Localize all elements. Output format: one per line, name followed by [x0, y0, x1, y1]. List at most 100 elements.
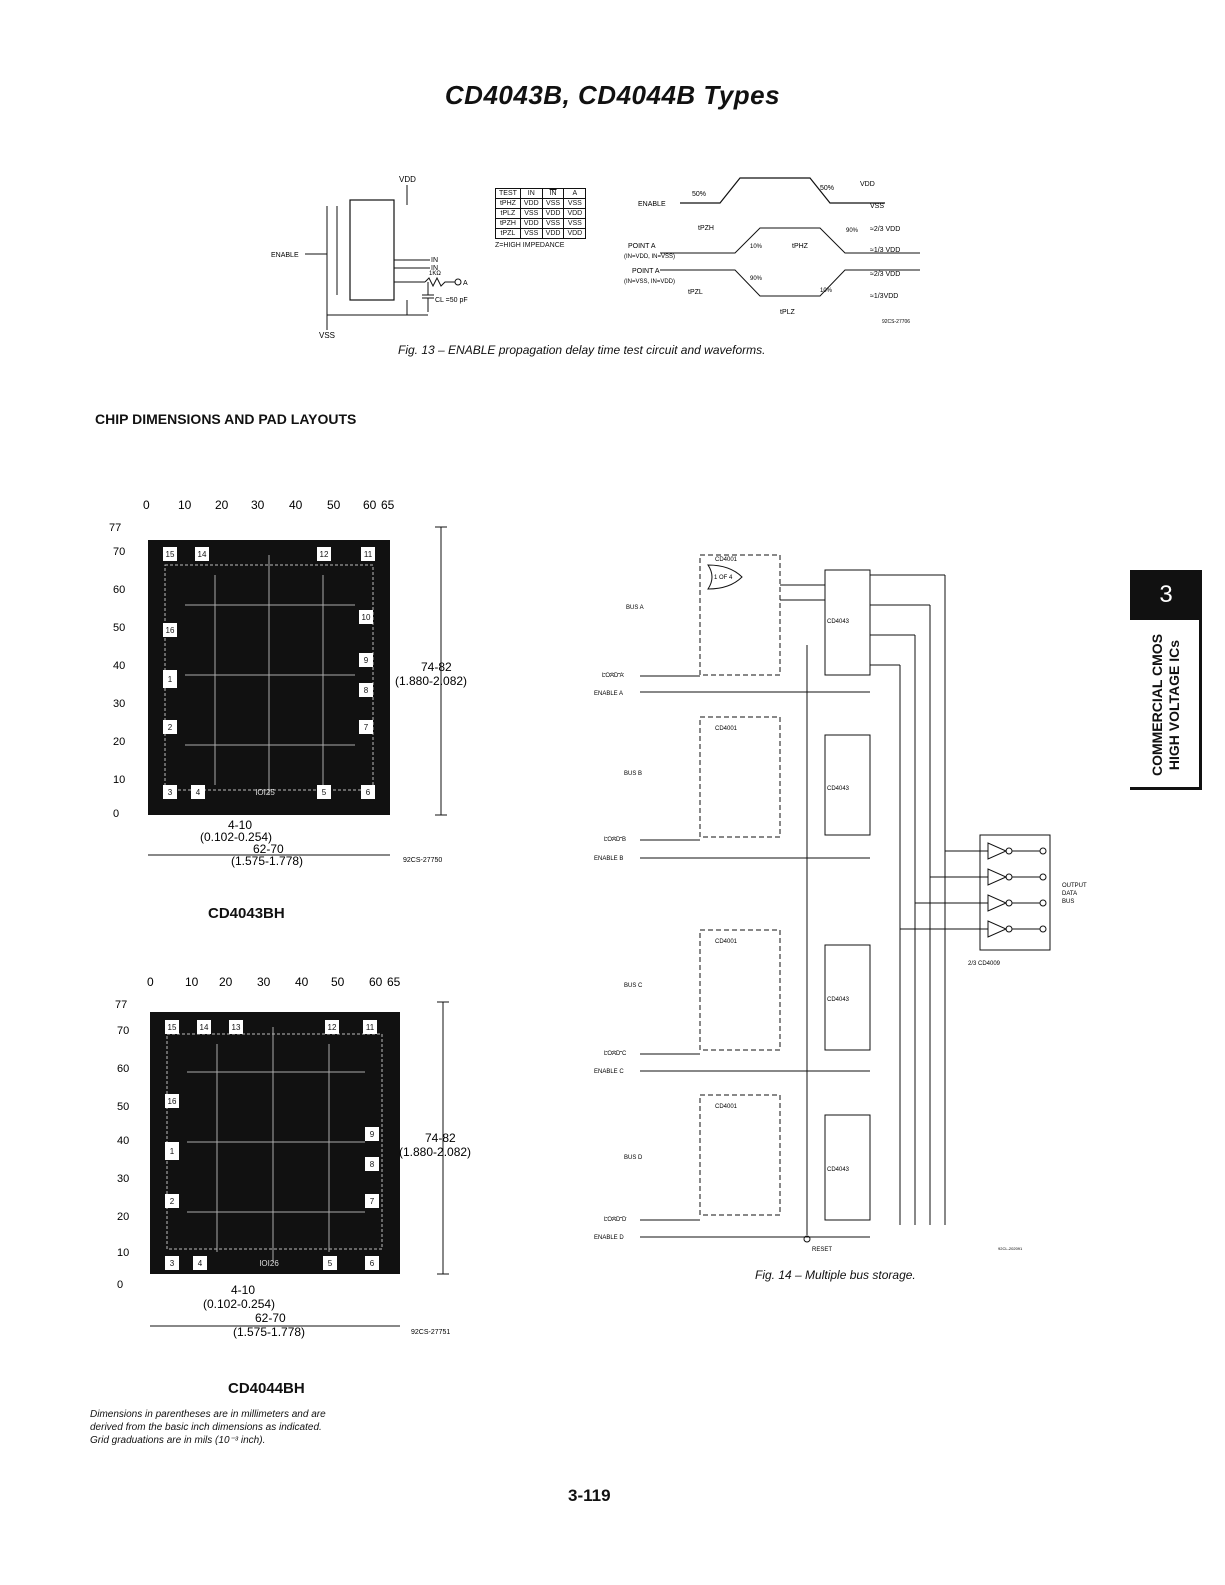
svg-text:(1.880-2.082): (1.880-2.082) [395, 674, 467, 688]
svg-text:(1.880-2.082): (1.880-2.082) [399, 1145, 471, 1159]
table-note: Z=HIGH IMPEDANCE [495, 242, 565, 249]
svg-text:tPZH: tPZH [698, 225, 714, 232]
svg-text:92CL-202091: 92CL-202091 [998, 1246, 1023, 1251]
svg-text:0: 0 [143, 498, 150, 512]
svg-text:3: 3 [168, 788, 173, 797]
svg-text:(IN=VSS, IN=VDD): (IN=VSS, IN=VDD) [624, 279, 675, 285]
svg-text:10%: 10% [820, 288, 833, 294]
fig13-caption: Fig. 13 – ENABLE propagation delay time … [398, 343, 766, 357]
svg-text:IN: IN [431, 265, 438, 272]
svg-text:65: 65 [381, 498, 395, 512]
svg-text:50: 50 [113, 622, 125, 634]
svg-text:14: 14 [200, 1023, 209, 1032]
svg-text:BUS D: BUS D [624, 1155, 643, 1161]
svg-text:BUS B: BUS B [624, 771, 642, 777]
svg-text:POINT A: POINT A [632, 268, 660, 275]
page-title: CD4043B, CD4044B Types [444, 80, 781, 110]
svg-text:(1.575-1.778): (1.575-1.778) [233, 1325, 305, 1339]
svg-text:50%: 50% [692, 191, 706, 198]
svg-text:CD4001: CD4001 [715, 939, 738, 945]
svg-text:20: 20 [117, 1211, 129, 1223]
svg-text:11: 11 [366, 1023, 375, 1032]
svg-text:(0.102-0.254): (0.102-0.254) [200, 830, 272, 844]
svg-text:0: 0 [117, 1279, 123, 1291]
svg-text:6: 6 [370, 1259, 375, 1268]
svg-text:30: 30 [257, 975, 271, 989]
svg-text:POINT A: POINT A [628, 243, 656, 250]
svg-text:40: 40 [295, 975, 309, 989]
svg-text:0: 0 [147, 975, 154, 989]
svg-text:LOAD A: LOAD A [602, 673, 624, 679]
chip-name-cd4043bh: CD4043BH [208, 905, 285, 922]
svg-text:60: 60 [363, 498, 377, 512]
svg-text:92CS-27750: 92CS-27750 [403, 857, 442, 864]
svg-text:BUS C: BUS C [624, 983, 643, 989]
svg-text:(1.575-1.778): (1.575-1.778) [231, 854, 303, 868]
svg-text:BUS: BUS [1062, 899, 1074, 905]
svg-text:8: 8 [364, 686, 369, 695]
svg-text:92CS-27706: 92CS-27706 [882, 319, 910, 325]
svg-text:5: 5 [322, 788, 327, 797]
svg-text:65: 65 [387, 975, 401, 989]
svg-text:LOAD B: LOAD B [604, 837, 626, 843]
svg-text:74-82: 74-82 [421, 660, 452, 674]
svg-text:2: 2 [168, 723, 173, 732]
svg-text:4: 4 [196, 788, 201, 797]
section-tab: 3 COMMERCIAL CMOS HIGH VOLTAGE ICs [1130, 570, 1202, 790]
svg-text:CD4043: CD4043 [827, 997, 850, 1003]
svg-text:90%: 90% [846, 228, 859, 234]
svg-text:≈1/3VDD: ≈1/3VDD [870, 293, 898, 300]
svg-text:2: 2 [170, 1197, 175, 1206]
svg-text:4-10: 4-10 [231, 1283, 255, 1297]
svg-text:9: 9 [364, 656, 369, 665]
svg-text:IOI26: IOI26 [259, 1259, 279, 1268]
svg-text:CD4043: CD4043 [827, 786, 850, 792]
svg-text:LOAD C: LOAD C [604, 1051, 627, 1057]
svg-text:ENABLE: ENABLE [638, 201, 666, 208]
svg-text:40: 40 [113, 660, 125, 672]
svg-text:OUTPUT: OUTPUT [1062, 883, 1087, 889]
svg-text:ENABLE D: ENABLE D [594, 1235, 624, 1241]
svg-text:≈2/3 VDD: ≈2/3 VDD [870, 271, 900, 278]
svg-text:(IN=VDD, IN=VSS): (IN=VDD, IN=VSS) [624, 254, 675, 260]
svg-text:30: 30 [113, 698, 125, 710]
svg-text:74-82: 74-82 [425, 1131, 456, 1145]
svg-text:A: A [463, 280, 468, 287]
svg-text:0: 0 [113, 808, 119, 820]
svg-text:≈2/3 VDD: ≈2/3 VDD [870, 226, 900, 233]
svg-text:16: 16 [168, 1097, 177, 1106]
svg-text:10: 10 [178, 498, 192, 512]
svg-text:60: 60 [117, 1063, 129, 1075]
svg-text:92CS-27751: 92CS-27751 [411, 1329, 450, 1336]
waveform-diagram: ENABLE 50% 50% VDD VSS tPZH tPHZ POINT A… [624, 177, 920, 325]
svg-text:62-70: 62-70 [255, 1311, 286, 1325]
enable-label: ENABLE [271, 252, 299, 259]
svg-text:(0.102-0.254): (0.102-0.254) [203, 1297, 275, 1311]
svg-text:1 OF 4: 1 OF 4 [714, 575, 733, 581]
svg-text:90%: 90% [750, 276, 763, 282]
svg-text:10: 10 [117, 1247, 129, 1259]
section-title: CHIP DIMENSIONS AND PAD LAYOUTS [95, 411, 357, 427]
svg-text:3: 3 [170, 1259, 175, 1268]
svg-text:CD4001: CD4001 [715, 557, 738, 563]
svg-text:60: 60 [369, 975, 383, 989]
svg-text:LOAD D: LOAD D [604, 1217, 627, 1223]
svg-text:50: 50 [117, 1101, 129, 1113]
svg-text:60: 60 [113, 584, 125, 596]
svg-text:1: 1 [168, 675, 173, 684]
page-number: 3-119 [568, 1486, 611, 1505]
svg-text:30: 30 [251, 498, 265, 512]
svg-text:10: 10 [362, 613, 371, 622]
svg-text:5: 5 [328, 1259, 333, 1268]
svg-text:7: 7 [364, 723, 369, 732]
svg-text:tPHZ: tPHZ [792, 243, 809, 250]
svg-text:30: 30 [117, 1173, 129, 1185]
svg-text:1: 1 [170, 1147, 175, 1156]
svg-text:4: 4 [198, 1259, 203, 1268]
svg-text:IOI25: IOI25 [255, 788, 275, 797]
svg-text:20: 20 [113, 736, 125, 748]
svg-text:CD4001: CD4001 [715, 1104, 738, 1110]
svg-text:70: 70 [113, 546, 125, 558]
svg-text:16: 16 [166, 626, 175, 635]
